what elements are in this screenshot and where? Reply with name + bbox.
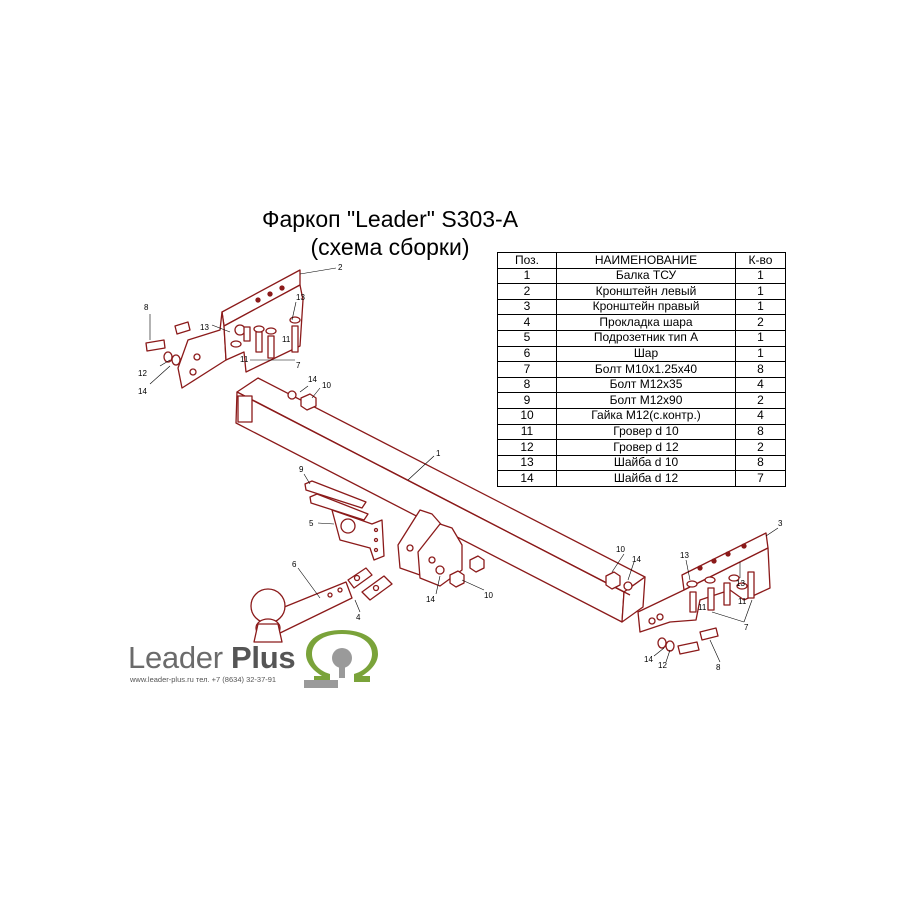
- left-bracket-bolts: [145, 316, 301, 366]
- cell-quantity: 7: [735, 470, 786, 487]
- callout-12-left: 12: [138, 369, 147, 378]
- ball-nuts: [435, 555, 485, 588]
- callout-11-left-b: 11: [282, 335, 291, 344]
- callout-10-beam-left: 10: [322, 381, 331, 390]
- left-bracket: [177, 269, 304, 389]
- callout-1: 1: [436, 449, 441, 458]
- socket-bracket: [331, 509, 385, 561]
- callout-8-right: 8: [716, 663, 721, 672]
- brand-omega-icon: [304, 630, 378, 688]
- cell-name: Прокладка шара: [556, 314, 736, 331]
- callout-14-right: 14: [644, 655, 653, 664]
- cell-quantity: 1: [735, 329, 786, 347]
- callout-5: 5: [309, 519, 314, 528]
- callout-14-beam-left: 14: [308, 375, 317, 384]
- right-bracket-bolts: [657, 571, 755, 655]
- callout-3: 3: [778, 519, 783, 528]
- cell-position: 14: [497, 470, 557, 487]
- cell-name: Подрозетник тип А: [556, 329, 736, 347]
- title-line-1: Фаркоп "Leader" S303-A: [261, 206, 519, 232]
- callout-7-left: 7: [296, 361, 301, 370]
- cell-position: 11: [497, 423, 557, 441]
- cell-name: Кронштейн левый: [556, 283, 736, 300]
- callout-9: 9: [299, 465, 304, 474]
- title-line-2: (схема сборки): [310, 234, 470, 260]
- header-position: Поз.: [497, 252, 557, 269]
- right-nut-washer: [605, 571, 633, 591]
- callout-14-ball: 14: [426, 595, 435, 604]
- tow-ball: [250, 581, 353, 643]
- cell-name: Гайка М12(с.контр.): [556, 407, 736, 425]
- brand-contacts: www.leader-plus.ru тел. +7 (8634) 32-37-…: [130, 675, 277, 684]
- callout-14-left: 14: [138, 387, 147, 396]
- callout-13-right-a: 13: [680, 551, 689, 560]
- callout-4: 4: [356, 613, 361, 622]
- leader-lines: [149, 267, 779, 663]
- callout-13-left-a: 13: [200, 323, 209, 332]
- parts-table-header: Поз. НАИМЕНОВАНИЕ К-во: [497, 252, 786, 269]
- callout-11-left-a: 11: [240, 355, 249, 364]
- callout-13-left-b: 13: [296, 293, 305, 302]
- brand-name-bold: Plus: [231, 640, 296, 675]
- callout-2: 2: [338, 263, 343, 272]
- long-bolts: [304, 480, 369, 521]
- callout-11-right-b: 11: [738, 597, 747, 606]
- brand-name-light: Leader: [128, 640, 232, 675]
- callout-10-beam-right: 10: [616, 545, 625, 554]
- callout-8-left: 8: [144, 303, 149, 312]
- callout-7-right: 7: [744, 623, 749, 632]
- cell-name: Болт М12х90: [556, 392, 736, 409]
- brand-logo-text: Leader Plus: [128, 640, 296, 676]
- callout-11-right-a: 11: [698, 603, 707, 612]
- ball-mount-plates: [397, 509, 463, 587]
- callout-numbers: 2 1 8 13 13 11 11 7 12 14 14 10 9 5 6 4 …: [138, 263, 783, 672]
- diagram-title: Фаркоп "Leader" S303-A (схема сборки): [200, 205, 580, 261]
- callout-14-beam-right: 14: [632, 555, 641, 564]
- callout-12-right: 12: [658, 661, 667, 670]
- right-bracket: [637, 532, 771, 633]
- ball-spacers: [347, 567, 393, 601]
- callout-6: 6: [292, 560, 297, 569]
- callout-13-right-b: 13: [736, 579, 745, 588]
- tow-beam: [235, 377, 646, 623]
- callout-10-ball: 10: [484, 591, 493, 600]
